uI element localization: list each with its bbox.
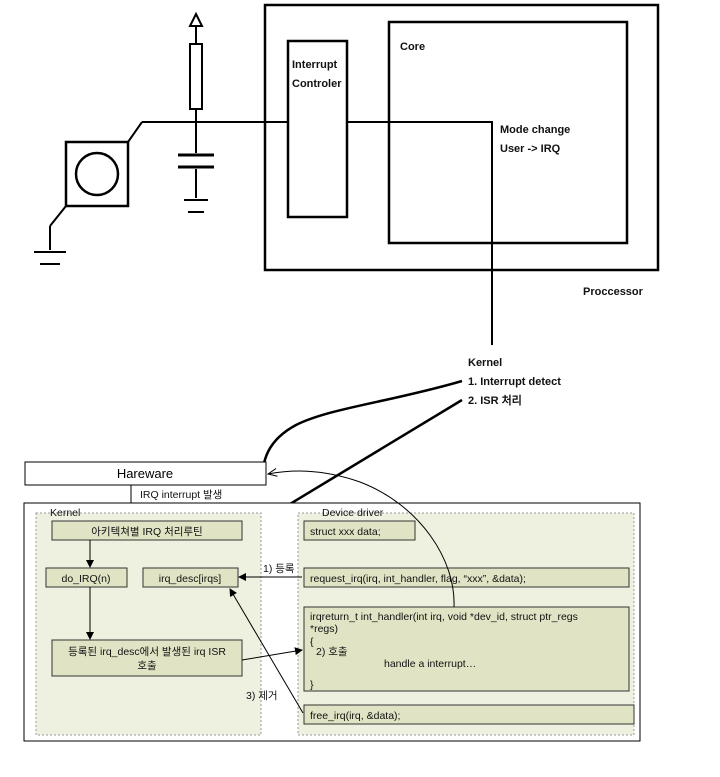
isr-call-label-2: 호출 [137, 660, 157, 672]
int-handler-open-brace: { [310, 636, 314, 648]
int-handler-body: handle a interrupt… [384, 658, 476, 670]
controller-to-core-wire [347, 121, 493, 345]
core-box [387, 20, 629, 245]
processor-label: Proccessor [583, 286, 644, 298]
request-irq-label: request_irq(irq, int_handler, flag, “xxx… [310, 573, 526, 585]
int-handler-box [303, 606, 630, 692]
struct-data-box [303, 520, 416, 541]
call-arrow [241, 647, 303, 661]
kernel-step-1: 1. Interrupt detect [468, 376, 561, 388]
free-irq-label: free_irq(irq, &data); [310, 710, 400, 722]
interrupt-controller-label: Interrupt [292, 59, 338, 71]
mode-change-label-2: User -> IRQ [500, 143, 561, 155]
handler-to-hardware-curve [268, 471, 455, 608]
struct-data-label: struct xxx data; [310, 526, 381, 538]
interrupt-controller-label-2: Controler [292, 78, 342, 90]
hardware-box [24, 461, 267, 486]
do-irq-label: do_IRQ(n) [61, 573, 110, 585]
irq-desc-label: irq_desc[irqs] [159, 573, 222, 585]
remove-arrow [229, 588, 304, 714]
kernel-region [35, 512, 262, 736]
kernel-step-2: 2. ISR 처리 [468, 393, 522, 407]
irq-interrupt-label: IRQ interrupt 발생 [140, 489, 222, 501]
free-irq-box [303, 704, 635, 725]
int-handler-signature-2: *regs) [310, 623, 338, 635]
step1-register-label: 1) 등록 [263, 563, 295, 575]
button-device-icon [34, 121, 143, 265]
step3-remove-label: 3) 제거 [246, 690, 278, 702]
arch-irq-routine-label: 아키텍쳐별 IRQ 처리루틴 [91, 526, 202, 538]
request-irq-box [303, 567, 630, 588]
kernel-region-label: Kernel [50, 507, 80, 519]
int-handler-close-brace: } [310, 679, 314, 691]
arch-irq-routine-box [51, 520, 243, 541]
do-irq-box [45, 567, 128, 588]
capacitor-icon [178, 122, 214, 213]
processor-box [263, 3, 660, 272]
kernel-label-top: Kernel [468, 357, 502, 369]
hardware-label: Hareware [117, 466, 173, 481]
isr-call-label: 등록된 irq_desc에서 발생된 irq ISR [68, 646, 226, 658]
isr-call-box [51, 639, 243, 677]
interrupt-controller-box [286, 39, 349, 219]
device-driver-label: Device driver [322, 507, 384, 519]
callout-curve-hardware [260, 379, 463, 483]
antenna-icon [188, 11, 204, 122]
int-handler-call-label: 2) 호출 [316, 646, 348, 658]
int-handler-signature: irqreturn_t int_handler(int irq, void *d… [310, 611, 578, 623]
core-label: Core [400, 41, 425, 53]
mode-change-label: Mode change [500, 124, 570, 136]
